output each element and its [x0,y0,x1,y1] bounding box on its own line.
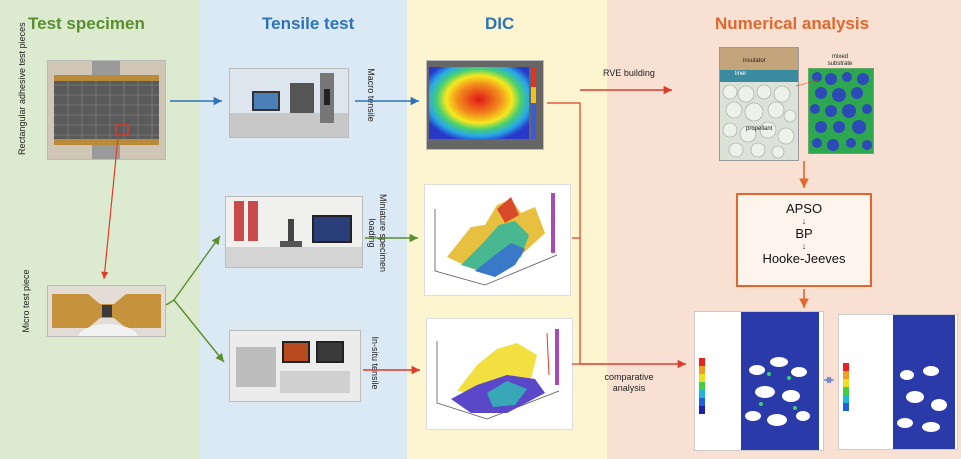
fem-result-right [838,314,958,450]
arrow-micro-branch [165,235,221,306]
header-dic: DIC [485,14,515,33]
dic-contour-macro [426,60,544,150]
miniature-loading-photo [225,196,363,268]
algo-apso: APSO [785,201,823,216]
rectangular-specimen-photo [47,60,166,160]
macro-tensile-photo [229,68,349,138]
comparative-analysis-label: comparative analysis [604,372,654,393]
rve-model-image [719,47,799,161]
algo-hooke-jeeves: Hooke-Jeeves [762,251,846,266]
micro-specimen-photo [47,285,166,337]
rve-insulator-label: insulator [743,58,766,64]
insitu-tensile-photo [229,330,361,402]
dic-3d-miniature [424,184,571,296]
rve-liner-label: liner [735,71,747,77]
fem-result-left [694,311,824,451]
arrow-micro-to-insitu [173,299,225,363]
mixed-substrate-label: mixed substrate [827,54,853,67]
rve-propellant-label: propellant [746,126,773,132]
dic-3d-insitu [426,318,573,430]
header-test-specimen: Test specimen [28,14,145,33]
arrow-down-icon: ↓ [801,216,807,226]
arrow-down-icon: ↓ [801,241,807,251]
header-tensile-test: Tensile test [262,14,355,33]
rve-building-label: RVE building [603,68,655,78]
algo-bp: BP [795,226,813,241]
header-numerical-analysis: Numerical analysis [715,14,870,33]
mixed-substrate-image [808,68,874,154]
arrow-rect-to-micro [101,136,119,280]
optimization-algorithm-box: APSO ↓ BP ↓ Hooke-Jeeves [736,193,872,287]
bracket-dic [547,102,581,365]
